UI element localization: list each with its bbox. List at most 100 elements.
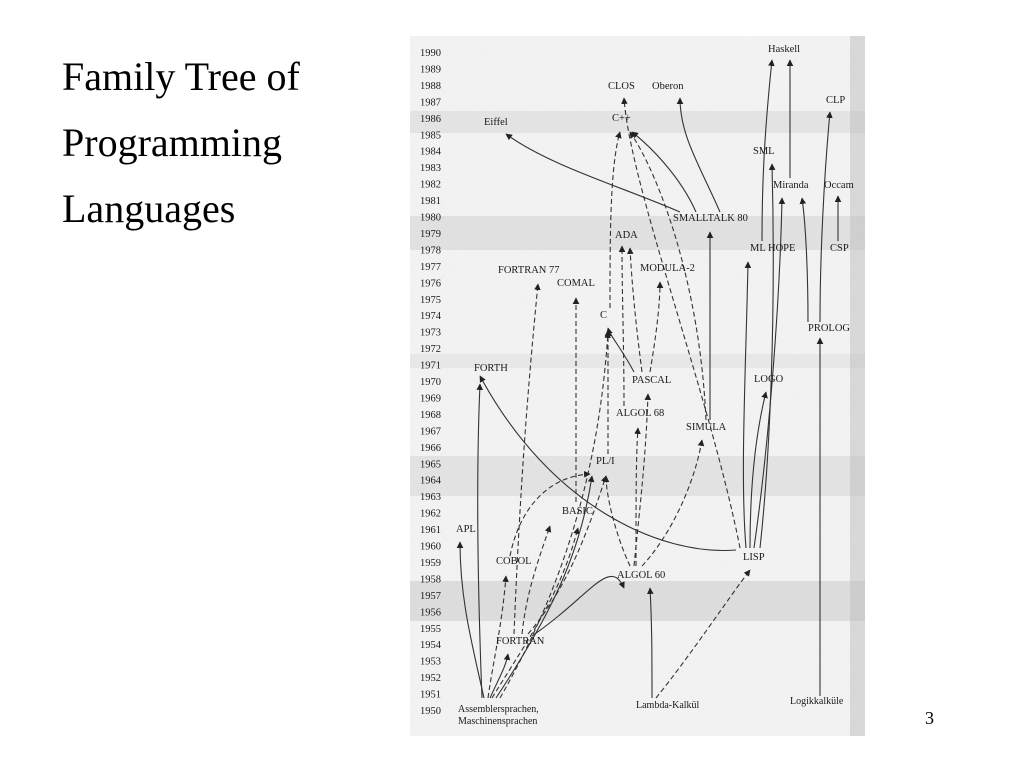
year-label: 1959 — [420, 558, 441, 569]
year-label: 1972 — [420, 344, 441, 355]
year-label: 1951 — [420, 690, 441, 701]
root-node: Lambda-Kalkül — [636, 700, 700, 711]
lineage-arrow — [753, 197, 786, 549]
lineage-arrow — [759, 163, 776, 549]
lineage-arrow — [629, 131, 707, 421]
year-label: 1976 — [420, 278, 441, 289]
lineage-arrow — [531, 575, 625, 637]
year-label: 1967 — [420, 426, 441, 437]
language-node: SIMULA — [686, 422, 727, 433]
root-node: Assemblersprachen, — [458, 704, 539, 715]
lineage-arrow — [627, 247, 643, 373]
language-node: CLP — [826, 95, 845, 106]
lineage-arrow — [742, 261, 752, 549]
lineage-arrow — [476, 383, 484, 699]
root-labels: Assemblersprachen,Maschinensprachen Lambd… — [458, 696, 844, 727]
year-label: 1983 — [420, 163, 441, 174]
lineage-arrow — [513, 283, 541, 635]
language-node: ALGOL 60 — [617, 570, 665, 581]
lineage-arrow — [495, 475, 595, 699]
lineage-arrow — [618, 245, 626, 407]
language-node: ADA — [615, 230, 638, 241]
lineage-arrow — [761, 59, 775, 242]
language-node: PROLOG — [808, 323, 850, 334]
lineage-arrow — [655, 569, 751, 699]
language-node: FORTRAN — [496, 636, 545, 647]
year-label: 1965 — [420, 459, 441, 470]
year-label: 1975 — [420, 295, 441, 306]
year-label: 1962 — [420, 509, 441, 520]
language-node: ALGOL 68 — [616, 408, 664, 419]
root-node: Maschinensprachen — [458, 716, 537, 727]
language-node: COBOL — [496, 556, 532, 567]
year-label: 1974 — [420, 311, 442, 322]
year-label: 1953 — [420, 657, 441, 668]
language-node: FORTH — [474, 363, 508, 374]
language-node: Oberon — [652, 81, 684, 92]
language-node: PASCAL — [632, 375, 671, 386]
lineage-arrow — [489, 653, 511, 699]
lineage-arrow — [487, 575, 509, 699]
year-label: 1978 — [420, 245, 441, 256]
language-node: FORTRAN 77 — [498, 265, 560, 276]
lineage-arrow — [641, 439, 705, 567]
year-label: 1968 — [420, 410, 441, 421]
language-node: CSP — [830, 243, 849, 254]
year-label: 1966 — [420, 443, 441, 454]
year-label: 1981 — [420, 196, 441, 207]
year-label: 1977 — [420, 262, 441, 273]
language-node: LOGO — [754, 374, 784, 385]
year-label: 1973 — [420, 328, 441, 339]
year-label: 1985 — [420, 130, 441, 141]
year-label: 1990 — [420, 48, 441, 59]
lineage-arrow — [509, 471, 591, 557]
year-label: 1958 — [420, 574, 441, 585]
root-node: Logikkalküle — [790, 696, 844, 707]
lineage-arrow — [505, 133, 681, 213]
language-node: COMAL — [557, 278, 595, 289]
lineage-arrow — [527, 475, 608, 635]
language-node: SML — [753, 146, 775, 157]
year-label: 1970 — [420, 377, 441, 388]
lineage-arrow — [479, 375, 737, 552]
lineage-arrow — [456, 541, 485, 699]
year-label: 1980 — [420, 213, 441, 224]
lineage-arrow — [634, 427, 641, 567]
title-line-1: Family Tree of — [62, 54, 300, 99]
family-tree-diagram: 1990198919881987198619851984198319821981… — [410, 36, 865, 736]
year-label: 1971 — [420, 361, 441, 372]
language-node: MODULA-2 — [640, 263, 695, 274]
language-node: Occam — [824, 180, 854, 191]
title-line-2: Programming — [62, 120, 282, 165]
year-label: 1984 — [420, 147, 442, 158]
lineage-arrow — [621, 97, 741, 549]
lineage-edges — [456, 59, 842, 699]
language-node: LISP — [743, 552, 765, 563]
lineage-arrow — [602, 475, 631, 567]
year-label: 1987 — [420, 97, 441, 108]
language-node: BASIC — [562, 506, 593, 517]
year-label: 1952 — [420, 673, 441, 684]
language-node: Eiffel — [484, 117, 508, 128]
language-node: ML HOPE — [750, 243, 795, 254]
year-label: 1979 — [420, 229, 441, 240]
language-node: SMALLTALK 80 — [673, 213, 748, 224]
lineage-arrow — [799, 197, 809, 323]
lineage-arrow — [631, 131, 697, 213]
year-label: 1986 — [420, 114, 441, 125]
year-label: 1969 — [420, 393, 441, 404]
language-node: Miranda — [773, 180, 809, 191]
year-label: 1961 — [420, 525, 441, 536]
language-node: PL/I — [596, 456, 615, 467]
year-label: 1950 — [420, 706, 441, 717]
year-label: 1954 — [420, 640, 442, 651]
language-node: APL — [456, 524, 476, 535]
year-label: 1960 — [420, 542, 441, 553]
year-label: 1964 — [420, 476, 442, 487]
language-node: C++ — [612, 113, 631, 124]
year-label: 1963 — [420, 492, 441, 503]
page-number: 3 — [925, 708, 934, 728]
year-axis: 1990198919881987198619851984198319821981… — [420, 48, 442, 717]
year-label: 1955 — [420, 624, 441, 635]
